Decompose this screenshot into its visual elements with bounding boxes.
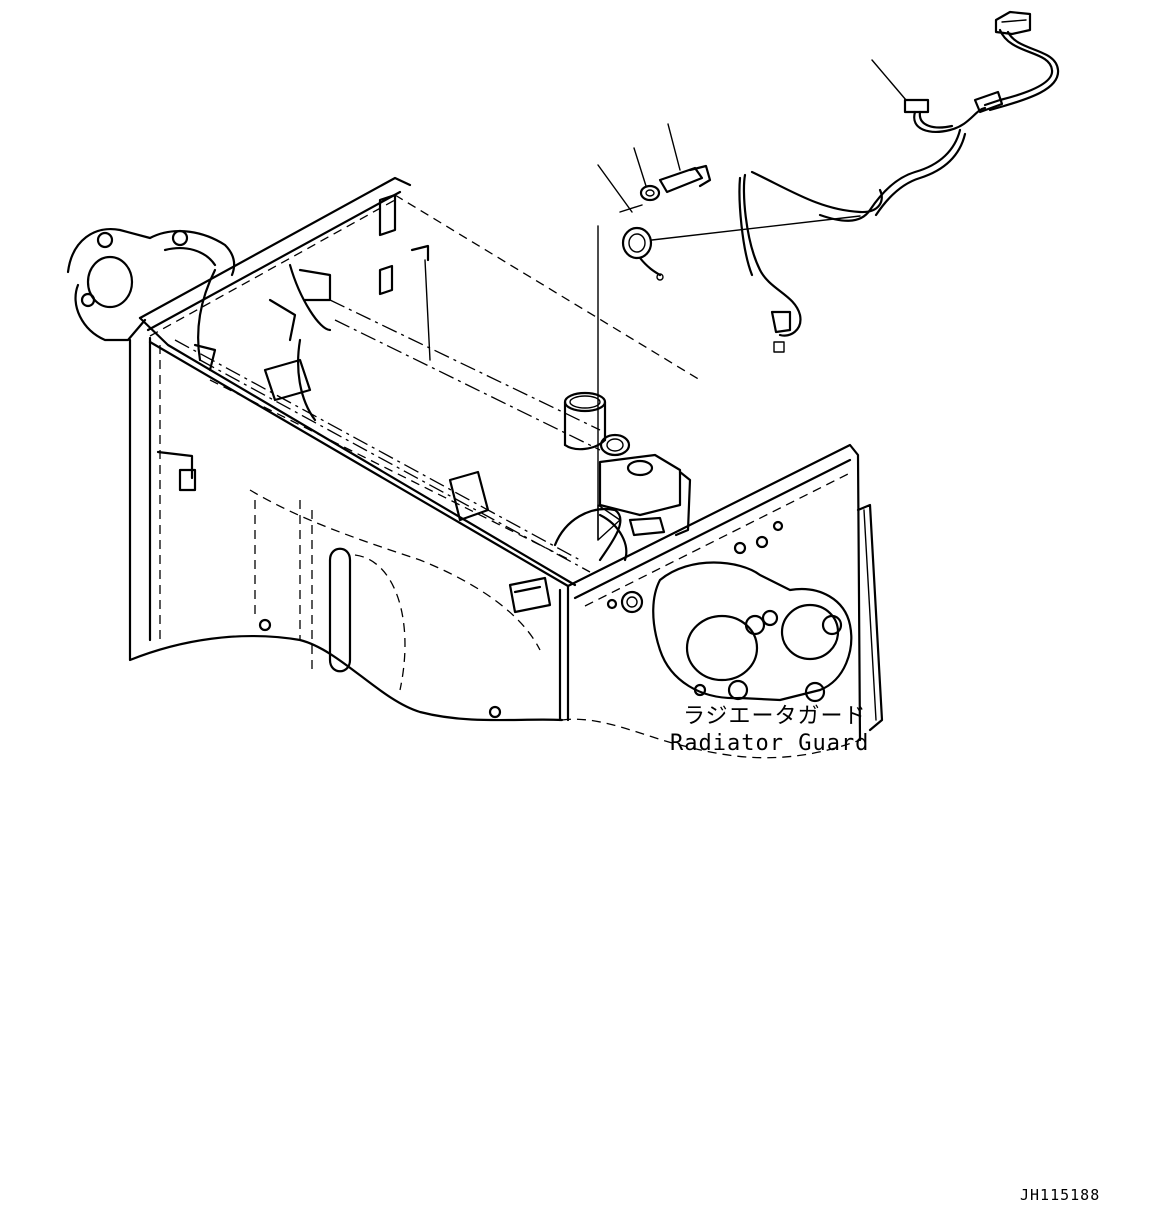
label-radiator-guard-jp: ラジエータガード [683,704,867,729]
valve-icon [598,453,692,537]
radiator-guard-frame [66,176,884,759]
wire-harness [738,10,1060,353]
washer-icon [633,147,661,202]
drawing-code: JH115188 [1020,1186,1100,1204]
tube-icon [563,391,607,451]
label-radiator-guard-en: Radiator Guard [670,731,869,756]
bolt-icon [658,123,712,194]
clamp-icon [597,164,861,541]
